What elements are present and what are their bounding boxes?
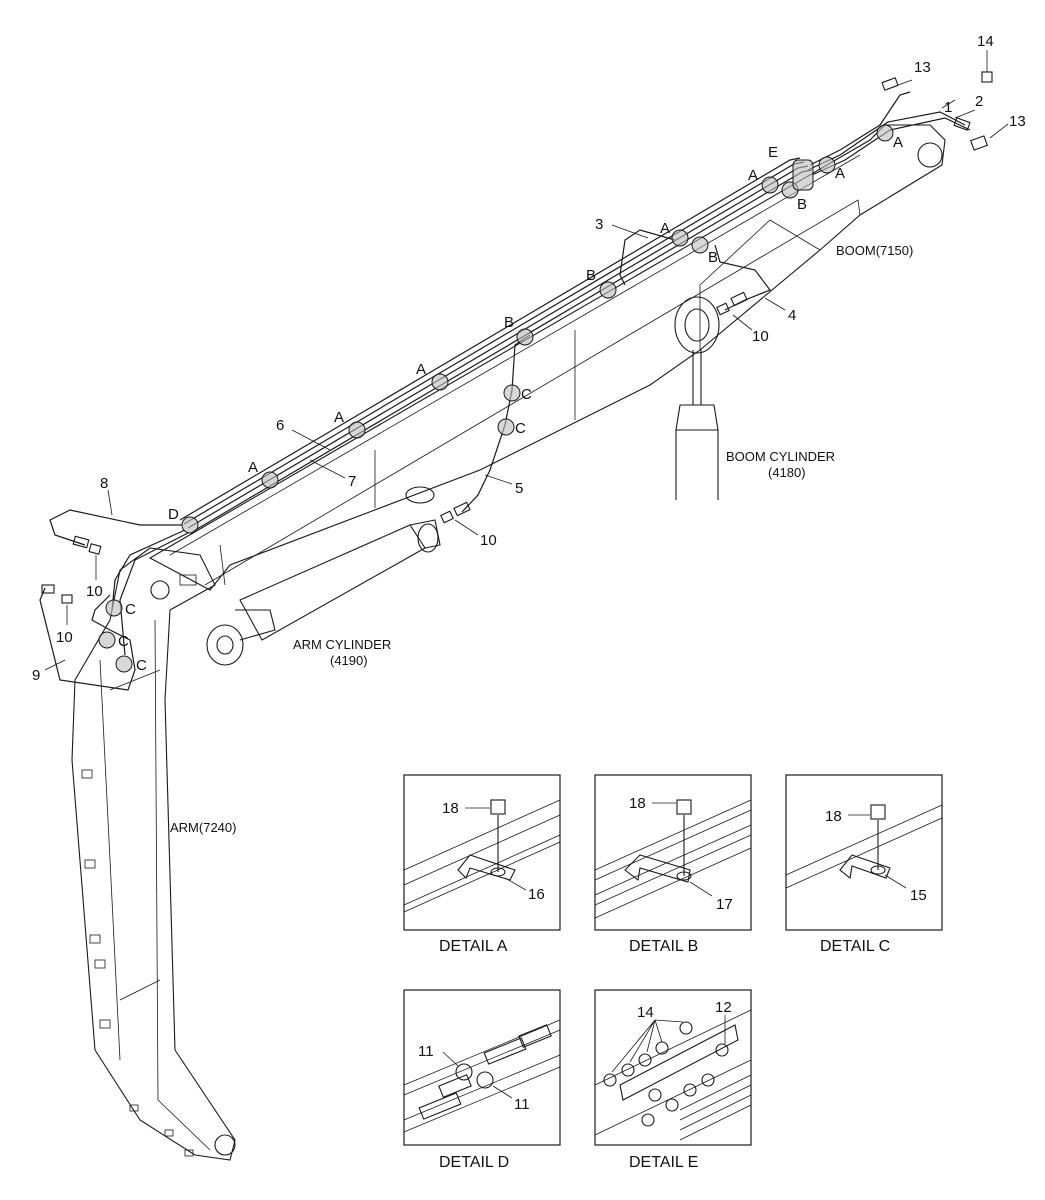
arm-cylinder-label: ARM CYLINDER (293, 637, 391, 652)
clamp-c-label: C (521, 386, 532, 403)
part-number: 9 (32, 667, 40, 684)
clamp-d-label: D (168, 506, 179, 523)
detail-d: 11 11 DETAIL D (403, 989, 561, 1171)
clamp-b-label: B (586, 267, 596, 284)
part-number: 12 (715, 999, 732, 1016)
detail-d-caption: DETAIL D (439, 1154, 509, 1171)
part-number: 6 (276, 417, 284, 434)
part-number: 5 (515, 480, 523, 497)
detail-a-caption: DETAIL A (439, 938, 508, 955)
part-number: 4 (788, 307, 796, 324)
part-number: 18 (442, 800, 459, 817)
clamp-c-label: C (118, 633, 129, 650)
clamp-c-label: C (515, 420, 526, 437)
detail-b-caption: DETAIL B (629, 938, 698, 955)
part-number: 15 (910, 887, 927, 904)
part-number: 10 (56, 629, 73, 646)
clamp-a-label: A (416, 361, 426, 378)
boom-cylinder-number: (4180) (768, 465, 806, 480)
part-number: 2 (975, 93, 983, 110)
part-number: 11 (418, 1043, 434, 1060)
clamp-b-label: B (797, 196, 807, 213)
part-number: 14 (977, 33, 994, 50)
arm-label: ARM(7240) (170, 820, 236, 835)
part-number: 17 (716, 896, 733, 913)
clamp-c-label: C (136, 657, 147, 674)
fittings (41, 71, 993, 604)
clamp-markers (98, 124, 894, 673)
clamp-b-label: B (504, 314, 514, 331)
detail-c-caption: DETAIL C (820, 938, 890, 955)
clamp-a-label: A (835, 165, 845, 182)
arm-cylinder (206, 519, 441, 666)
detail-b: 18 17 DETAIL B (594, 774, 752, 955)
boom-cylinder-label: BOOM CYLINDER (726, 449, 835, 464)
part-number: 10 (86, 583, 103, 600)
part-number: 3 (595, 216, 603, 233)
clamp-a-label: A (248, 459, 258, 476)
component-names: BOOM(7150) BOOM CYLINDER (4180) ARM CYLI… (170, 243, 913, 835)
boom (148, 124, 946, 591)
part-callouts: 1 2 3 4 5 6 7 8 9 10 10 10 10 13 13 14 (32, 33, 1026, 684)
clamp-a-label: A (660, 220, 670, 237)
part-number: 11 (514, 1096, 530, 1113)
clamp-a-label: A (748, 167, 758, 184)
detail-a: 18 16 DETAIL A (403, 774, 561, 955)
clamp-e-label: E (768, 144, 778, 161)
clamp-b-label: B (708, 249, 718, 266)
part-number: 18 (629, 795, 646, 812)
part-number: 13 (1009, 113, 1026, 130)
part-number: 13 (914, 59, 931, 76)
part-number: 18 (825, 808, 842, 825)
part-number: 7 (348, 473, 356, 490)
detail-e-caption: DETAIL E (629, 1154, 698, 1171)
clamp-c-label: C (125, 601, 136, 618)
part-number: 10 (752, 328, 769, 345)
arm-cylinder-number: (4190) (330, 653, 368, 668)
arm (71, 547, 236, 1161)
boom-cylinder (674, 296, 720, 500)
part-number: 8 (100, 475, 108, 492)
clamp-labels: A A A A A A A B B B B C C C C C D E (118, 134, 903, 674)
clamp-a-label: A (334, 409, 344, 426)
detail-c: 18 15 DETAIL C (785, 774, 943, 955)
part-number: 14 (637, 1004, 654, 1021)
part-number: 10 (480, 532, 497, 549)
clamp-a-label: A (893, 134, 903, 151)
part-number: 1 (944, 99, 952, 116)
part-number: 16 (528, 886, 545, 903)
boom-label: BOOM(7150) (836, 243, 913, 258)
detail-e: 14 12 DETAIL E (594, 989, 752, 1171)
